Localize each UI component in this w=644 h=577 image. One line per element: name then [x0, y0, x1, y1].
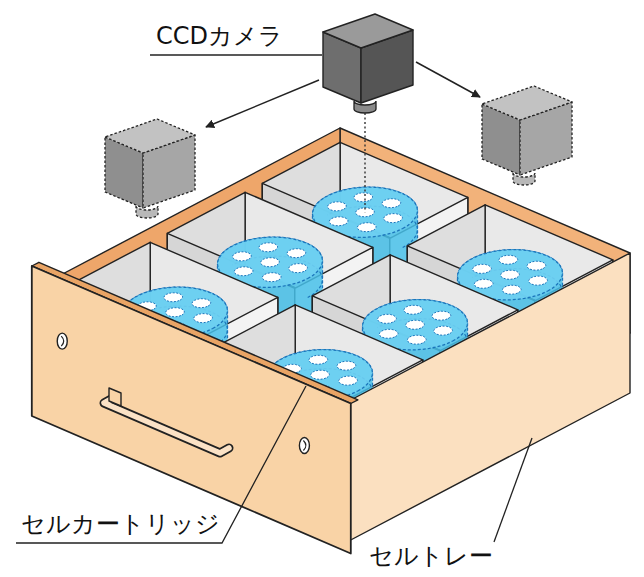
cartridge-hole — [194, 314, 213, 323]
camera-position — [482, 86, 572, 185]
cartridge-hole — [432, 311, 451, 320]
cartridge-hole — [502, 285, 521, 294]
cartridge-hole — [499, 255, 518, 264]
ccd-cameras — [105, 14, 572, 218]
tray-side-panel — [345, 253, 630, 543]
panel-knob — [299, 438, 309, 454]
cartridge-hole — [501, 270, 520, 279]
part-label: セルトレー — [368, 542, 494, 571]
ccd-camera — [323, 14, 413, 113]
cartridge-hole — [529, 276, 548, 285]
cartridge-hole — [311, 370, 330, 379]
cartridge-hole — [378, 314, 397, 323]
panel-knob — [61, 336, 64, 346]
leader-line — [150, 54, 322, 55]
drawer-handle — [104, 398, 229, 453]
panel-knob — [57, 333, 67, 349]
cartridge-hole — [337, 361, 356, 370]
cartridge-hole — [406, 320, 425, 329]
cartridge-hole — [407, 335, 426, 344]
cartridge-hole — [287, 249, 306, 258]
cartridge-hole — [166, 308, 185, 317]
cartridge-hole — [434, 326, 453, 335]
camera-face — [323, 14, 413, 48]
panel-knob — [303, 441, 306, 451]
camera-lens — [354, 101, 376, 113]
cartridge-hole — [527, 261, 546, 270]
camera-face — [105, 119, 195, 153]
cartridge-hole — [261, 258, 280, 267]
cartridge-hole — [384, 214, 403, 223]
move-arrow — [416, 62, 480, 97]
drawer-handle — [104, 398, 229, 453]
cartridge-hole — [289, 264, 308, 273]
cartridge-hole — [329, 217, 348, 226]
part-label: CCDカメラ — [155, 22, 284, 51]
cell-tray — [32, 128, 630, 554]
cartridge-hole — [164, 293, 183, 302]
cartridge-hole — [354, 193, 373, 202]
camera-position — [105, 119, 195, 218]
cartridge-hole — [234, 267, 253, 276]
cartridge-hole — [262, 273, 281, 282]
camera-lens — [513, 173, 535, 185]
cartridge-hole — [357, 223, 376, 232]
move-arrow — [206, 80, 319, 127]
cartridge-hole — [192, 299, 211, 308]
cartridge-hole — [328, 202, 347, 211]
leader-line — [16, 386, 306, 543]
cartridge-hole — [259, 243, 278, 252]
cartridge-hole — [233, 252, 252, 261]
part-label: セルカートリッジ — [20, 510, 221, 539]
view-line — [364, 113, 365, 212]
leader-line — [494, 438, 532, 542]
camera-lens — [136, 206, 158, 218]
camera-face — [482, 86, 572, 120]
cartridge-hole — [379, 329, 398, 338]
cartridge-hole — [382, 199, 401, 208]
cartridge-hole — [309, 355, 328, 364]
cartridge-hole — [474, 279, 493, 288]
cartridge-hole — [473, 264, 492, 273]
leader-lines — [16, 55, 532, 543]
handle-mount — [109, 388, 121, 406]
cartridge-hole — [339, 376, 358, 385]
cartridge-hole — [404, 305, 423, 314]
